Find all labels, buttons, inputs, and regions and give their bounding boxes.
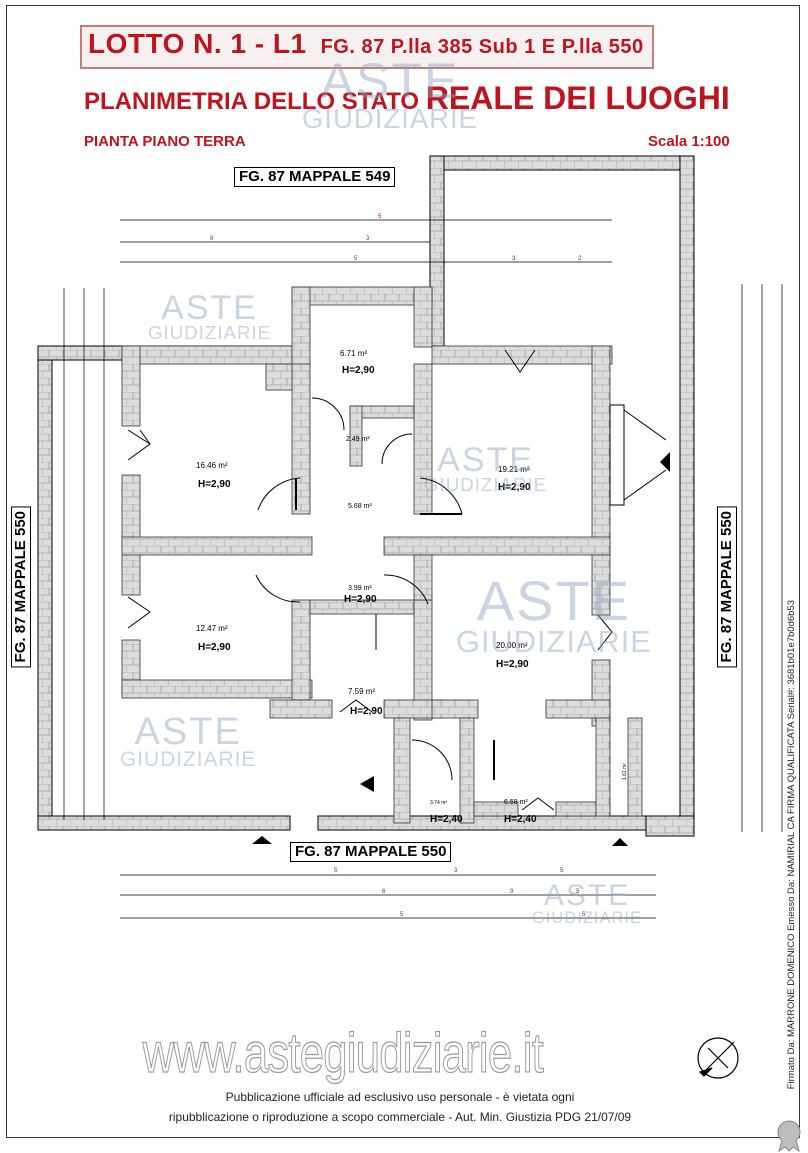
svg-text:H=2,90: H=2,90 bbox=[198, 479, 231, 490]
boundary-right-label: FG. 87 MAPPALE 550 bbox=[717, 506, 737, 668]
seal-icon bbox=[777, 1120, 801, 1152]
svg-text:3: 3 bbox=[512, 256, 516, 262]
svg-text:5: 5 bbox=[334, 868, 338, 874]
svg-text:3: 3 bbox=[454, 868, 458, 874]
svg-text:7.59 m²: 7.59 m² bbox=[348, 687, 375, 696]
dimension-ticks: 5 8 3 5 3 2 5 3 5 6 9 5 5 5 bbox=[210, 214, 586, 918]
svg-text:9: 9 bbox=[510, 889, 514, 895]
svg-text:5: 5 bbox=[354, 256, 358, 262]
svg-text:2: 2 bbox=[578, 256, 582, 262]
svg-text:5: 5 bbox=[560, 868, 564, 874]
svg-text:H=2,40: H=2,40 bbox=[430, 814, 463, 825]
svg-text:5.68 m²: 5.68 m² bbox=[348, 503, 372, 510]
plan-title-big: REALE DEI LUOGHI bbox=[425, 80, 730, 116]
plan-title: PLANIMETRIA DELLO STATO REALE DEI LUOGHI bbox=[84, 80, 730, 117]
svg-text:H=2,40: H=2,40 bbox=[504, 814, 537, 825]
lotto-title: LOTTO N. 1 - L1 FG. 87 P.lla 385 Sub 1 E … bbox=[88, 28, 644, 60]
lotto-number: LOTTO N. 1 - L1 bbox=[88, 28, 307, 59]
scale-label: Scala 1:100 bbox=[648, 133, 730, 150]
dimension-lines bbox=[63, 219, 783, 919]
plan-title-small: PLANIMETRIA DELLO STATO bbox=[84, 88, 420, 115]
digital-signature-text: Firmato Da: MARRONE DOMENICO Emesso Da: … bbox=[786, 600, 797, 1090]
doors bbox=[255, 397, 495, 781]
legal-notice: Pubblicazione ufficiale ad esclusivo uso… bbox=[100, 1087, 700, 1127]
svg-text:12.47 m²: 12.47 m² bbox=[196, 624, 228, 633]
boundary-bottom-label: FG. 87 MAPPALE 550 bbox=[290, 842, 452, 862]
floor-subtitle: PIANTA PIANO TERRA bbox=[84, 133, 246, 150]
room-labels: 6.71 m² H=2,90 2.49 m² 16.46 m² H=2,90 5… bbox=[196, 349, 628, 825]
svg-text:3.99 m²: 3.99 m² bbox=[348, 585, 372, 592]
svg-text:5: 5 bbox=[582, 912, 586, 918]
svg-text:1.61 m²: 1.61 m² bbox=[622, 763, 628, 780]
svg-text:3: 3 bbox=[366, 236, 370, 242]
page-frame bbox=[6, 5, 800, 1138]
building-walls bbox=[121, 286, 643, 824]
north-arrow-icon bbox=[697, 1037, 739, 1079]
lotto-header-box bbox=[80, 25, 654, 69]
svg-text:5: 5 bbox=[378, 214, 382, 220]
svg-text:5: 5 bbox=[576, 889, 580, 895]
entrance-arrows bbox=[252, 452, 670, 846]
legal-notice-line2: ripubblicazione o riproduzione a scopo c… bbox=[168, 1110, 632, 1124]
boundary-left-label: FG. 87 MAPPALE 550 bbox=[11, 506, 31, 668]
windows bbox=[127, 349, 667, 811]
svg-text:6: 6 bbox=[382, 889, 386, 895]
svg-text:H=2,90: H=2,90 bbox=[498, 482, 531, 493]
watermark-website: www.astegiudiziarie.it bbox=[142, 1020, 544, 1084]
svg-text:3.74 m²: 3.74 m² bbox=[430, 800, 447, 806]
svg-text:6.58 m²: 6.58 m² bbox=[504, 799, 528, 806]
svg-text:H=2,90: H=2,90 bbox=[496, 659, 529, 670]
svg-text:20.00 m²: 20.00 m² bbox=[496, 641, 528, 650]
svg-text:H=2,90: H=2,90 bbox=[350, 706, 383, 717]
svg-text:19.21 m²: 19.21 m² bbox=[498, 465, 530, 474]
lotto-reference: FG. 87 P.lla 385 Sub 1 E P.lla 550 bbox=[320, 36, 644, 58]
svg-text:H=2,90: H=2,90 bbox=[344, 594, 377, 605]
svg-text:2.49 m²: 2.49 m² bbox=[346, 436, 370, 443]
svg-text:6.71 m²: 6.71 m² bbox=[340, 349, 367, 358]
svg-text:5: 5 bbox=[400, 912, 404, 918]
svg-text:16.46 m²: 16.46 m² bbox=[196, 461, 228, 470]
svg-text:H=2,90: H=2,90 bbox=[342, 365, 375, 376]
svg-text:8: 8 bbox=[210, 236, 214, 242]
svg-text:H=2,90: H=2,90 bbox=[198, 642, 231, 653]
digital-signature: Firmato Da: MARRONE DOMENICO Emesso Da: … bbox=[786, 600, 800, 1140]
boundary-top-label: FG. 87 MAPPALE 549 bbox=[234, 167, 396, 187]
legal-notice-line1: Pubblicazione ufficiale ad esclusivo uso… bbox=[225, 1090, 575, 1104]
